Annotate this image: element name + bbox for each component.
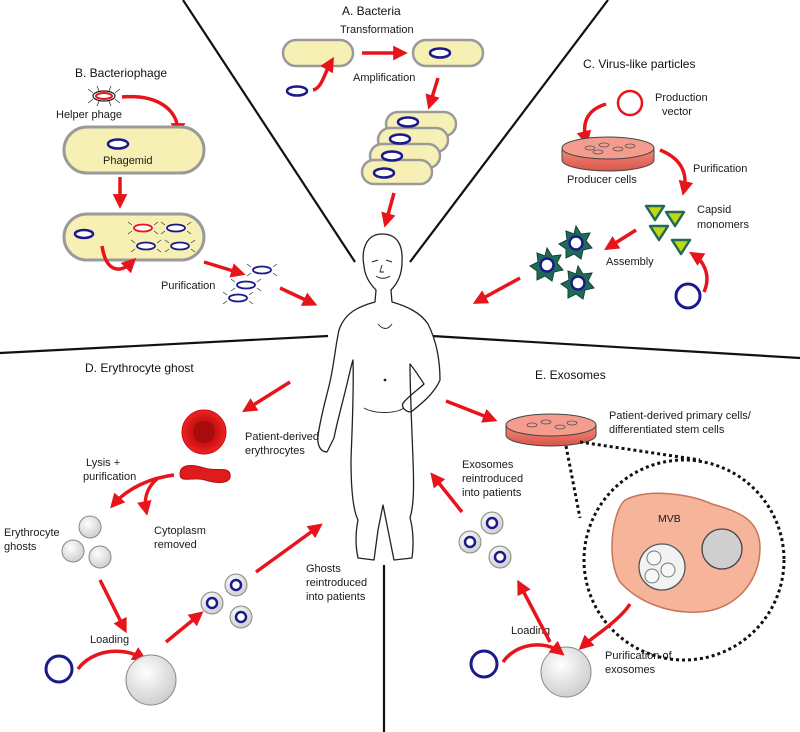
cytoplasm-label-2: removed [154,539,197,551]
phagemid-label: Phagemid [103,155,153,167]
bacteria-to-patient-arrow [381,192,396,228]
plasmid-copies [372,116,420,179]
erythrocyte-ghosts [61,515,112,569]
ghost-loading-down-arrow [98,579,127,634]
intraluminal-vesicles [644,550,676,584]
erythrocyte-center [193,421,215,443]
patient-erythrocytes-label-2: erythrocytes [245,445,305,457]
section-erythrocyte: D. Erythrocyte ghost Patient-derived ery… [4,361,367,706]
bacteria-title: A. Bacteria [342,4,401,18]
exosome-release-arrow [578,603,632,650]
producer-cells-label: Producer cells [567,174,637,186]
section-bacteria: A. Bacteria Transformation Amplification [281,4,485,228]
producer-cells-dish [561,136,655,172]
loaded-arrow [164,611,204,644]
phage-particles-inside [127,221,196,253]
vlp-purification-arrow [659,148,694,196]
capsid-label-1: Capsid [697,204,731,216]
nucleus-icon [701,528,743,570]
cargo-plasmid-icon [674,282,702,310]
capsid-label-2: monomers [697,219,749,231]
production-vector-label-1: Production [655,92,708,104]
loaded-exosomes [458,511,512,569]
zoom-circle [582,458,786,662]
purified-phages [222,263,278,305]
ghost-reintro-label-2: reintroduced [306,577,367,589]
exosome-loading-icon [540,646,592,698]
plasmid-icon [428,47,452,59]
erythrocyte-side-icon [179,465,231,483]
lysis-label-1: Lysis + [86,457,120,469]
amplification-arrow [425,77,440,110]
ghosts-label-1: Erythrocyte [4,527,60,539]
plasmid-icon [73,228,95,240]
human-figure [317,233,441,561]
cargo-plasmid-icon [44,654,74,684]
ghost-loading-label: Loading [90,634,129,646]
loaded-exosome-arrow [517,579,552,643]
bacterium-empty [281,38,355,68]
cargo-arrow [689,251,709,293]
primary-cells-label-2: differentiated stem cells [609,424,725,436]
loaded-ghosts [200,573,253,629]
patient-to-rbc-arrow [242,380,291,413]
release-arrow [203,260,246,278]
phagemid-bacterium [62,125,206,175]
ghost-loading-icon [125,654,177,706]
erythrocyte-title: D. Erythrocyte ghost [85,361,194,375]
transfection-arrow [576,102,607,146]
cytoplasm-label-1: Cytoplasm [154,525,206,537]
exosome-reintro-label-2: reintroduced [462,473,523,485]
helper-phage-label: Helper phage [56,109,122,121]
assembled-vlps [529,224,595,300]
helper-phage-icon [87,85,121,107]
insertion-arrow [312,56,334,92]
cytoplasm-arrow [137,476,160,516]
exosome-reintro-label-3: into patients [462,487,522,499]
exosome-purif-label-2: exosomes [605,664,656,676]
ghost-load-arrow [76,647,148,671]
exosome-purif-label-1: Purification of [605,650,673,662]
mvb-label: MVB [658,513,681,525]
ghost-reintro-label-1: Ghosts [306,563,341,575]
zoom-lines [564,440,701,519]
lysis-arrow [110,473,175,509]
exosome-loading-label: Loading [511,625,550,637]
ghost-reintro-label-3: into patients [306,591,366,603]
primary-cells-dish [505,413,597,447]
exosome-reintro-label-1: Exosomes [462,459,514,471]
section-exosomes: E. Exosomes Patient-derived primary cell… [430,368,786,698]
amplification-label: Amplification [353,72,415,84]
assembly-arrow [604,228,637,251]
exosome-to-patient-arrow [430,472,464,514]
vlp-title: C. Virus-like particles [583,57,695,71]
exosomes-title: E. Exosomes [535,368,606,382]
lysis-label-2: purification [83,471,136,483]
production-vector-icon [616,89,644,117]
primary-cells-label-1: Patient-derived primary cells/ [609,410,752,422]
section-vlp: C. Virus-like particles Production vecto… [472,57,749,310]
plasmid-icon [285,85,309,97]
production-vector-label-2: vector [662,106,692,118]
vlp-to-patient-arrow [472,276,521,304]
ghost-to-patient-arrow [254,523,323,574]
exosome-load-arrow [501,640,565,664]
phagemid-icon [106,138,130,150]
ghosts-label-2: ghosts [4,541,37,553]
bacteriophage-title: B. Bacteriophage [75,66,167,80]
phage-to-patient-arrow [279,286,318,306]
section-bacteriophage: B. Bacteriophage Helper phage Phagemid P… [56,66,318,306]
transformation-label: Transformation [340,24,414,36]
patient-to-cells-arrow [445,399,498,423]
capsid-monomers [644,204,692,256]
cargo-plasmid-icon [469,649,499,679]
patient-erythrocytes-label-1: Patient-derived [245,431,319,443]
vlp-purification-label: Purification [693,163,747,175]
phage-purification-label: Purification [161,280,215,292]
assembly-label: Assembly [606,256,654,268]
packaging-arrow [100,245,137,274]
